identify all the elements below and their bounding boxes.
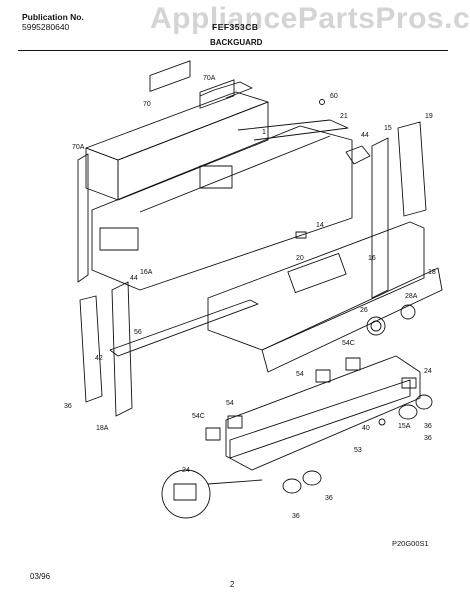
part-70-top-panel-front: [85, 147, 119, 201]
part-42-trim: [109, 299, 259, 357]
callout-54c-left: 54C: [192, 413, 205, 420]
callout-44-left: 44: [130, 275, 138, 282]
callout-24: 24: [424, 368, 432, 375]
callout-42: 42: [95, 355, 103, 362]
callout-60: 60: [330, 93, 338, 100]
callout-15a: 18A: [96, 425, 109, 432]
part-54-switch: [315, 369, 331, 383]
callout-21: 21: [340, 113, 348, 120]
part-28a-knob: [400, 304, 416, 320]
callout-19: 19: [425, 113, 433, 120]
part-54-switch-2: [227, 415, 243, 429]
publication-label: Publication No.: [22, 12, 84, 22]
callout-54c: 54C: [342, 340, 355, 347]
part-24-detail-switch: [173, 483, 197, 501]
header-rule: [18, 50, 448, 51]
callout-36-e: 15A: [398, 423, 411, 430]
part-19-end-cap: [397, 121, 427, 217]
callout-70a-left: 70A: [72, 144, 85, 151]
part-1-back-panel: [91, 125, 353, 291]
part-26-knob-inner: [370, 320, 382, 332]
part-20-display-board: [287, 252, 347, 294]
publication-number: 5995280640: [22, 22, 70, 32]
callout-26: 26: [360, 307, 368, 314]
callout-20: 20: [296, 255, 304, 262]
callout-54: 54: [296, 371, 304, 378]
part-16-control-panel: [207, 221, 425, 351]
part-21-strip: [237, 119, 349, 141]
callout-56: 56: [134, 329, 142, 336]
callout-40: 40: [362, 425, 370, 432]
watermark: AppliancePartsPros.com: [150, 2, 470, 35]
callout-54-left: 54: [226, 400, 234, 407]
part-36-knob-1: [398, 404, 418, 420]
part-70-vent-slot-2: [199, 79, 235, 109]
callout-16a: 16A: [140, 269, 153, 276]
part-15a-left-bracket: [111, 281, 133, 417]
callout-16: 16: [368, 255, 376, 262]
callout-70a: 70A: [203, 75, 216, 82]
callout-24-detail: 24: [182, 467, 190, 474]
callout-labels: 70A 70 60 21 1 44 15 19 70A 14 20 16 16A…: [64, 75, 436, 520]
part-70a-bracket: [199, 81, 253, 99]
part-24-switch: [401, 377, 417, 389]
callout-44: 44: [361, 132, 369, 139]
callout-36-d: 36: [292, 513, 300, 520]
part-70a-left-strip: [77, 153, 89, 283]
part-40-screw: [378, 418, 386, 426]
part-60-screw: [319, 99, 325, 105]
footer-page-number: 2: [230, 580, 235, 589]
callout-53: 53: [354, 447, 362, 454]
part-54c-switch: [345, 357, 361, 371]
footer-date: 03/96: [30, 572, 51, 581]
part-26-knob: [366, 316, 386, 336]
part-36-knob-3: [282, 478, 302, 494]
callout-1: 1: [262, 129, 266, 136]
part-24-detail-circle: [161, 469, 211, 519]
part-18-front-panel: [261, 267, 443, 373]
callout-18: 18: [428, 269, 436, 276]
part-44-clip: [345, 145, 371, 165]
part-15-right-bracket: [371, 137, 389, 299]
callout-18a: 36: [64, 403, 72, 410]
callout-14: 14: [316, 222, 324, 229]
part-24-detail-leader: [207, 479, 263, 485]
part-36-knob-2: [415, 394, 433, 410]
callout-36-c: 36: [325, 495, 333, 502]
callout-36-a: 36: [424, 423, 432, 430]
part-18a-left-endcap: [79, 295, 103, 403]
part-54c-switch-2: [205, 427, 221, 441]
part-1-window-2: [199, 165, 233, 189]
diagram-code: P20G00S1: [392, 539, 429, 548]
part-70-vent-slot: [149, 60, 191, 92]
callout-70: 70: [143, 101, 151, 108]
model-number: FEF353CB: [212, 22, 259, 32]
part-14-switch: [295, 231, 307, 239]
part-53-housing: [225, 355, 421, 471]
section-title: BACKGUARD: [210, 38, 263, 47]
callout-36-b: 36: [424, 435, 432, 442]
callout-15: 15: [384, 125, 392, 132]
part-1-window: [99, 227, 139, 251]
part-36-knob-4: [302, 470, 322, 486]
part-1-back-panel-edge: [139, 135, 331, 213]
callout-28a: 28A: [405, 293, 418, 300]
part-53-housing-face: [229, 379, 411, 459]
part-70-top-panel-face: [117, 101, 269, 201]
